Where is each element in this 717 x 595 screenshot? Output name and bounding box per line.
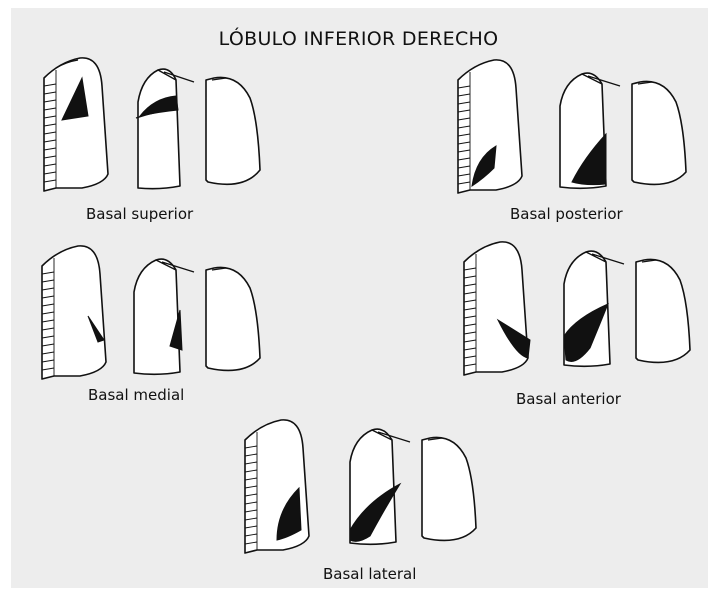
lesion-shading xyxy=(61,76,89,121)
caption-basal-anterior: Basal anterior xyxy=(516,390,621,408)
lesion-shading xyxy=(138,95,179,117)
basal-lateral-lateral-view xyxy=(244,419,310,554)
lesion-shading xyxy=(87,315,105,343)
lesion-shading xyxy=(471,145,497,188)
figure-title: LÓBULO INFERIOR DERECHO xyxy=(218,28,499,50)
lesion-shading xyxy=(496,318,531,359)
basal-posterior-posterior-view xyxy=(559,72,687,190)
basal-superior-posterior-view xyxy=(135,68,261,190)
basal-lateral-posterior-view xyxy=(349,428,477,546)
caption-basal-superior: Basal superior xyxy=(86,205,194,223)
caption-basal-lateral: Basal lateral xyxy=(323,565,417,583)
lesion-shading xyxy=(571,132,607,186)
caption-basal-medial: Basal medial xyxy=(88,386,185,404)
lesion-shading xyxy=(169,309,183,351)
basal-anterior-posterior-view xyxy=(563,250,691,368)
lesion-shading xyxy=(349,482,402,542)
lesion-shading xyxy=(276,486,302,541)
caption-basal-posterior: Basal posterior xyxy=(510,205,623,223)
basal-medial-lateral-view xyxy=(41,245,107,380)
basal-superior-lateral-view xyxy=(43,57,109,192)
basal-medial-posterior-view xyxy=(133,258,261,376)
lesion-shading xyxy=(563,303,609,362)
basal-posterior-lateral-view xyxy=(457,59,523,194)
spine-ribs xyxy=(43,70,57,191)
basal-anterior-lateral-view xyxy=(463,241,531,376)
